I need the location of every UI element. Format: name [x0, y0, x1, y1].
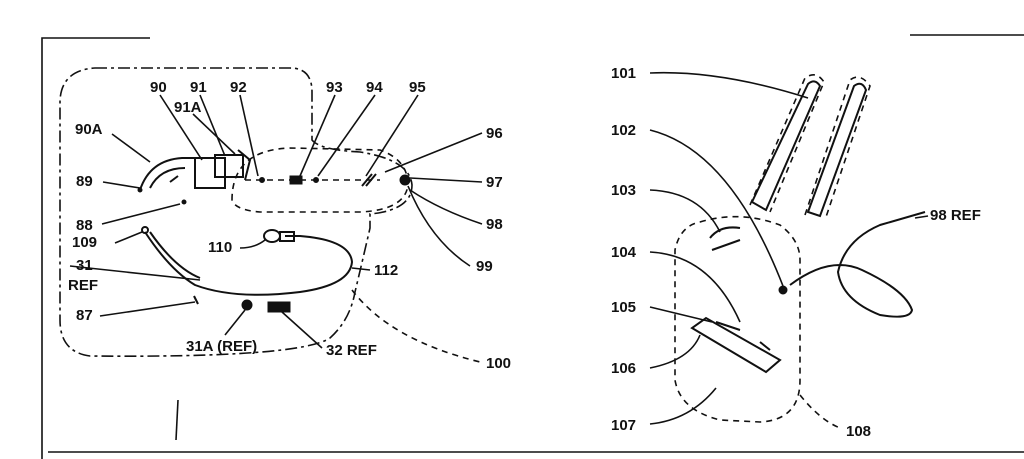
- label-96: 96: [486, 125, 503, 142]
- tube-31: [149, 231, 201, 279]
- label-97: 97: [486, 174, 503, 191]
- label-100: 100: [486, 355, 511, 372]
- part-97: [399, 174, 411, 186]
- label-91a: 91A: [174, 99, 202, 116]
- label-95: 95: [409, 79, 426, 96]
- label-91: 91: [190, 79, 207, 96]
- rod-101-b: [806, 82, 868, 218]
- housing-90: [194, 157, 226, 189]
- label-106: 106: [611, 360, 636, 377]
- part-31a: [241, 299, 253, 311]
- rod-101-b-outline: [804, 76, 871, 221]
- connector-110-body: [279, 231, 295, 242]
- connector-110: [263, 229, 281, 243]
- bracket-91a: [237, 149, 252, 181]
- right-assembly: 101 102 103 98 REF 104 105 106 107 108: [611, 65, 981, 440]
- left-assembly: 90 91 92 93 94 95 91A 90A 96 89 97 88 98…: [59, 67, 511, 372]
- part-93: [289, 175, 303, 185]
- part-105: [715, 321, 741, 331]
- label-101: 101: [611, 65, 636, 82]
- part-109: [141, 226, 149, 234]
- label-31a-ref: 31A (REF): [186, 338, 257, 355]
- label-112: 112: [374, 262, 398, 279]
- label-89: 89: [76, 173, 93, 190]
- boundary-108: [674, 215, 801, 423]
- part-89-clip: [169, 175, 179, 183]
- label-103: 103: [611, 182, 636, 199]
- label-104: 104: [611, 244, 637, 261]
- label-92: 92: [230, 79, 247, 96]
- label-110: 110: [208, 239, 232, 256]
- label-88: 88: [76, 217, 93, 234]
- label-90a: 90A: [75, 121, 103, 138]
- label-93: 93: [326, 79, 343, 96]
- part-94: [313, 177, 319, 183]
- label-108: 108: [846, 423, 871, 440]
- tube-112: [144, 231, 354, 296]
- rod-101-a: [750, 80, 822, 212]
- label-ref: REF: [68, 277, 98, 294]
- label-105: 105: [611, 299, 636, 316]
- label-90: 90: [150, 79, 167, 96]
- label-98-ref: 98 REF: [930, 207, 981, 224]
- left-leaders: [69, 94, 483, 363]
- stray-mark: [175, 399, 179, 441]
- part-89: [137, 187, 143, 193]
- part-87: [193, 295, 199, 305]
- label-109: 109: [72, 234, 97, 251]
- plate-tab: [759, 341, 771, 351]
- plate-106: [690, 316, 782, 374]
- label-99: 99: [476, 258, 493, 275]
- label-32-ref: 32 REF: [326, 342, 377, 359]
- label-98: 98: [486, 216, 503, 233]
- part-103: [709, 226, 741, 251]
- part-102: [778, 285, 788, 295]
- hook-90a-inner: [149, 167, 186, 189]
- hook-90a: [139, 157, 205, 191]
- boundary-100: [59, 67, 413, 357]
- part-95: [361, 173, 377, 187]
- label-31: 31: [76, 257, 93, 274]
- label-94: 94: [366, 79, 383, 96]
- part-88: [181, 199, 187, 205]
- right-leaders: [649, 71, 929, 429]
- label-87: 87: [76, 307, 93, 324]
- housing-91: [214, 154, 244, 178]
- cable-98: [789, 211, 926, 318]
- part-32: [267, 301, 291, 313]
- frame: [41, 34, 1024, 459]
- part-92: [259, 177, 265, 183]
- label-107: 107: [611, 417, 636, 434]
- label-102: 102: [611, 122, 636, 139]
